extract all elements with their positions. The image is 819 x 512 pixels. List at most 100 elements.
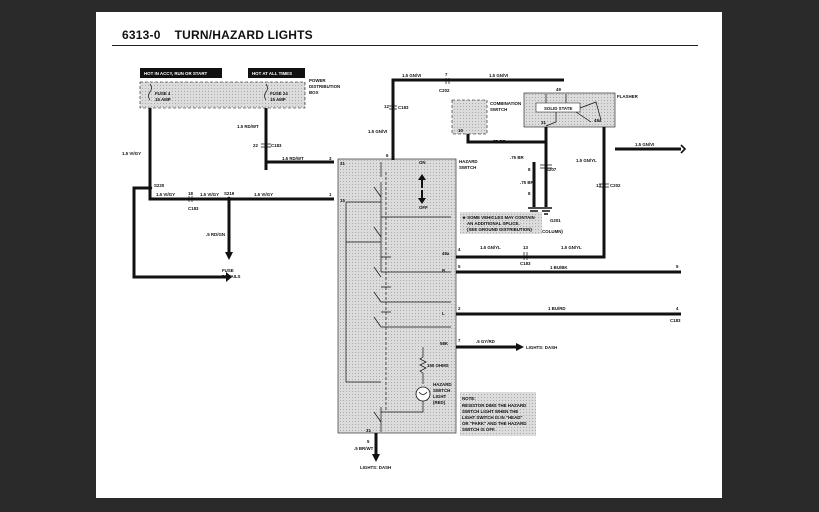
wire-gnvi-top	[391, 78, 564, 160]
wire-vigy-to-hazard	[148, 188, 334, 201]
resistor-note-2: RESISTOR DIMS THE HAZARD	[462, 403, 526, 408]
fuse-details-2: DETAILS	[222, 274, 241, 279]
pin-58k-hz: 58K	[440, 341, 449, 346]
wire-label-gyrd: .5 GY/RD	[476, 339, 495, 344]
wire-label-gnvi-2: 1.5 GN/VI	[489, 73, 508, 78]
wire-label-br-2: .75 BR	[510, 155, 524, 160]
solid-state-box	[535, 102, 581, 113]
c183-label-c: C183	[398, 105, 409, 110]
arrow-lights-dash	[516, 343, 524, 351]
fuse-24-name: FUSE 24	[270, 91, 288, 96]
pin-6: 6	[386, 153, 389, 158]
ground-g201-icon	[540, 207, 552, 215]
section-title: TURN/HAZARD LIGHTS	[174, 28, 313, 42]
combination-switch	[451, 99, 488, 135]
flasher-internal	[545, 94, 602, 127]
lights-dash-right: LIGHTS: DASH	[526, 345, 557, 350]
c183-label-a: C183	[271, 143, 282, 148]
wire-br-ground	[532, 127, 548, 207]
wire-gnyl-flasher	[456, 127, 606, 259]
wire-label-br-1: .75 BR	[492, 139, 506, 144]
pin-rt-hz: R	[442, 268, 446, 273]
resistor-150-ohms	[419, 347, 427, 384]
ohms-label: 150 OHMS	[427, 363, 449, 368]
pin-2-hz: 2	[458, 306, 461, 311]
fuse-4-name: FUSE 4	[155, 91, 171, 96]
pdb-label-2: DISTRIBUTION	[309, 84, 340, 89]
manual-page: 6313-0 TURN/HAZARD LIGHTS HOT IN ACCY, RU…	[96, 12, 722, 498]
solid-state-label: SOLID STATE	[544, 106, 572, 111]
wiring-diagram: HOT IN ACCY, RUN OR START HOT AT ALL TIM…	[122, 68, 687, 470]
wire-label-gnyl-3: 1.5 GN/YL	[480, 245, 501, 250]
pin-22: 22	[253, 143, 258, 148]
wire-label-gnvi-3: 1.5 GN/VI	[368, 129, 387, 134]
combination-label-1: COMBINATION	[490, 101, 521, 106]
fuse-4-rating: 15 AMP	[155, 97, 171, 102]
hot-always-label: HOT AT ALL TIMES	[252, 71, 292, 76]
pin-15-hz: 15	[340, 198, 345, 203]
wire-rdwt-to-hazard	[264, 147, 334, 164]
off-label: OFF	[419, 205, 428, 210]
pin-3: 3	[329, 156, 332, 161]
lights-dash-bottom: LIGHTS: DASH	[360, 465, 391, 470]
wire-br-combination	[466, 134, 546, 144]
pin-lt-hz: L	[442, 311, 445, 316]
hsl-label-3: LIGHT	[433, 394, 446, 399]
hsl-label-1: HAZARD	[433, 382, 452, 387]
c202-label-b: C202	[610, 183, 621, 188]
wire-loop-fuse-details	[132, 186, 226, 279]
combination-label-2: SWITCH	[490, 107, 507, 112]
fuse-4-symbol	[148, 83, 152, 101]
hazard-switch-body	[337, 158, 457, 434]
c183-label-e: C183	[670, 318, 681, 323]
fuse-24-symbol	[264, 83, 268, 101]
hot-accy-label: HOT IN ACCY, RUN OR START	[144, 71, 207, 76]
hsl-label-4: (RED)	[433, 400, 446, 405]
hazard-label-1: HAZARD	[459, 159, 478, 164]
resistor-note-box	[460, 392, 536, 436]
on-arrow	[418, 174, 426, 188]
wire-label-gnvi-right: 1.5 GN/VI	[635, 142, 654, 147]
pin-18: 18	[188, 191, 193, 196]
pin-31b-hz: 31	[366, 428, 371, 433]
pin-1: 1	[329, 192, 332, 197]
wire-label-br-3: .75 BR	[520, 180, 534, 185]
arrow-down-s219	[225, 252, 233, 260]
connector-c183-d	[523, 252, 528, 260]
wire-label-gnyl-1: 1.5 GN/YL	[576, 158, 597, 163]
s220-label: S220	[154, 183, 165, 188]
resistor-note-4: LIGHT SWITCH IS IN "HEAD"	[462, 415, 523, 420]
section-number: 6313-0	[122, 28, 161, 42]
pin-7-top: 7	[445, 72, 448, 77]
wire-label-vigy-4: 1.5 VI/GY	[254, 192, 273, 197]
connector-c207	[540, 164, 552, 169]
pin-49a-fl: 49a	[594, 118, 602, 123]
wire-label-vigy-1: 1.5 VI/GY	[122, 151, 141, 156]
on-label: ON	[419, 160, 426, 165]
pin-12: 12	[384, 104, 389, 109]
splice-note-box	[460, 212, 542, 234]
pin-49a-hz: 49a	[442, 251, 450, 256]
power-distribution-box	[139, 81, 306, 109]
wire-label-burd: 1 BU/RD	[548, 306, 566, 311]
pin-13-c183: 13	[523, 245, 528, 250]
pin-13-fl: 13	[596, 183, 601, 188]
s207-label: S207	[546, 167, 557, 172]
hot-always-box	[248, 68, 305, 78]
pdb-label-1: POWER	[309, 78, 326, 83]
wire-label-rdgn: .5 RD/GN	[206, 232, 225, 237]
wire-label-gnyl-2: 1.5 GN/YL	[561, 245, 582, 250]
splice-note-2: AN ADDITIONAL SPLICE.	[467, 221, 520, 226]
lamp-filament	[418, 391, 428, 395]
hot-accy-box	[140, 68, 222, 78]
pin-5b: 5	[367, 439, 370, 444]
page-title: 6313-0 TURN/HAZARD LIGHTS	[122, 28, 313, 42]
wire-label-vigy-2: 1.5 VI/GY	[156, 192, 175, 197]
title-rule	[112, 45, 698, 46]
splice-note-1: ★ SOME VEHICLES MAY CONTAIN	[461, 215, 535, 220]
wire-label-rdwt-1: 1.5 RD/WT	[237, 124, 259, 129]
resistor-note-5: OR "PARK" AND THE HAZARD	[462, 421, 526, 426]
lamp-to-ground	[381, 401, 424, 413]
resistor-note-3: SWITCH LIGHT WHEN THE	[462, 409, 518, 414]
hazard-contacts-right	[373, 182, 382, 432]
